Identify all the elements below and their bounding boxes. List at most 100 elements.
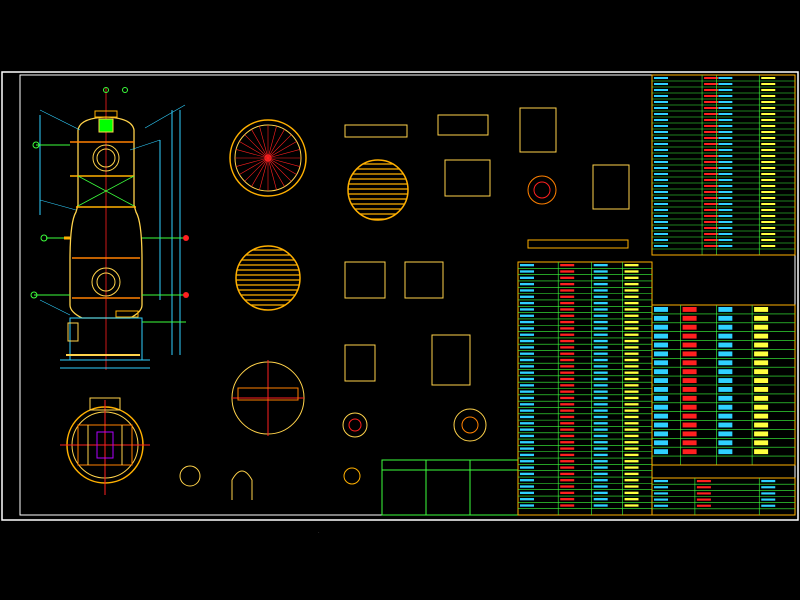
table-cell-text bbox=[624, 384, 639, 387]
table-cell-text bbox=[654, 492, 668, 495]
radial-line bbox=[267, 157, 277, 190]
table-cell-text bbox=[560, 276, 575, 279]
radial-line bbox=[267, 157, 300, 167]
table-cell-text bbox=[761, 149, 776, 151]
table-cell-text bbox=[704, 239, 719, 241]
table-cell-text bbox=[593, 415, 608, 419]
radial-line bbox=[259, 157, 269, 190]
table-cell-text bbox=[593, 282, 608, 286]
table-cell-text bbox=[624, 504, 639, 507]
table-cell-text bbox=[704, 185, 719, 187]
table-cell-text bbox=[718, 173, 733, 175]
table-cell-text bbox=[682, 378, 697, 383]
table-cell-text bbox=[718, 245, 733, 247]
table-cell-text bbox=[654, 245, 668, 247]
table-cell-text bbox=[718, 83, 733, 85]
table-cell-text bbox=[624, 390, 639, 393]
table-cell-text bbox=[761, 125, 776, 127]
table-cell-text bbox=[520, 441, 534, 444]
table-cell-text bbox=[718, 333, 733, 339]
table-cell-text bbox=[704, 83, 719, 85]
table-cell-text bbox=[560, 333, 575, 336]
table-cell-text bbox=[754, 333, 769, 339]
table-cell-text bbox=[704, 143, 719, 145]
table-cell-text bbox=[718, 95, 733, 97]
table-cell-text bbox=[624, 346, 639, 349]
table-cell-text bbox=[560, 371, 575, 374]
table-cell-text bbox=[718, 149, 733, 151]
table-cell-text bbox=[654, 486, 668, 489]
radial-line bbox=[267, 141, 297, 159]
table-cell-text bbox=[654, 95, 668, 97]
table-cell-text bbox=[718, 125, 733, 127]
table-cell-text bbox=[704, 227, 719, 229]
table-cell-text bbox=[704, 209, 719, 211]
table-cell-text bbox=[654, 239, 668, 241]
table-cell-text bbox=[520, 504, 534, 507]
table-cell-text bbox=[654, 221, 668, 223]
table-cell-text bbox=[654, 360, 668, 366]
table-cell-text bbox=[654, 137, 668, 139]
radial-line bbox=[239, 157, 269, 175]
table-cell-text bbox=[754, 315, 769, 321]
table-cell-text bbox=[718, 413, 733, 419]
table-cell-text bbox=[718, 191, 733, 193]
table-cell-text bbox=[704, 233, 719, 235]
table-cell-text bbox=[682, 360, 697, 366]
table-cell-text bbox=[754, 324, 769, 330]
table-cell-text bbox=[624, 466, 639, 469]
table-cell-text bbox=[654, 378, 668, 383]
table-cell-text bbox=[560, 289, 575, 292]
table-cell-text bbox=[624, 339, 639, 343]
table-cell-text bbox=[560, 422, 575, 425]
table-cell-text bbox=[560, 384, 575, 387]
table-cell-text bbox=[761, 137, 776, 139]
table-cell-text bbox=[654, 155, 668, 157]
table-cell-text bbox=[520, 365, 534, 368]
table-cell-text bbox=[624, 371, 639, 374]
table-cell-text bbox=[682, 387, 697, 392]
table-cell-text bbox=[761, 203, 776, 205]
table-cell-text bbox=[593, 441, 608, 444]
table-cell-text bbox=[560, 466, 575, 469]
table-cell-text bbox=[624, 333, 639, 336]
radial-line bbox=[267, 157, 292, 182]
table-cell-text bbox=[520, 377, 534, 381]
table-cell-text bbox=[761, 245, 776, 247]
table-cell-text bbox=[718, 161, 733, 163]
table-cell-text bbox=[520, 396, 534, 400]
table-cell-text bbox=[593, 453, 608, 457]
table-cell-text bbox=[682, 440, 697, 446]
table-cell-text bbox=[654, 449, 668, 455]
table-cell-text bbox=[696, 480, 711, 483]
table-cell-text bbox=[593, 485, 608, 488]
table-cell-text bbox=[654, 351, 668, 357]
table-cell-text bbox=[593, 504, 608, 507]
table-cell-text bbox=[704, 101, 719, 103]
table-cell-text bbox=[761, 179, 776, 181]
table-cell-text bbox=[654, 369, 668, 375]
table-cell-text bbox=[624, 403, 639, 406]
table-cell-text bbox=[520, 415, 534, 419]
table-cell-text bbox=[704, 77, 719, 79]
table-cell-text bbox=[654, 185, 668, 187]
table-cell-text bbox=[718, 137, 733, 139]
table-cell-text bbox=[682, 333, 697, 339]
table-cell-text bbox=[718, 113, 733, 115]
table-cell-text bbox=[718, 197, 733, 199]
table-cell-text bbox=[593, 308, 608, 311]
table-cell-text bbox=[593, 428, 608, 431]
table-cell-text bbox=[696, 504, 711, 507]
table-cell-text bbox=[520, 289, 534, 292]
table-cell-text bbox=[654, 387, 668, 392]
table-cell-text bbox=[718, 119, 733, 121]
outer-sheet-border bbox=[1, 71, 799, 521]
table-cell-text bbox=[593, 264, 608, 267]
table-cell-text bbox=[704, 167, 719, 169]
table-cell-text bbox=[718, 440, 733, 446]
table-cell-text bbox=[718, 431, 733, 437]
table-cell-text bbox=[704, 197, 719, 199]
table-cell-text bbox=[560, 314, 575, 317]
table-cell-text bbox=[560, 409, 575, 412]
table-cell-text bbox=[624, 295, 639, 298]
